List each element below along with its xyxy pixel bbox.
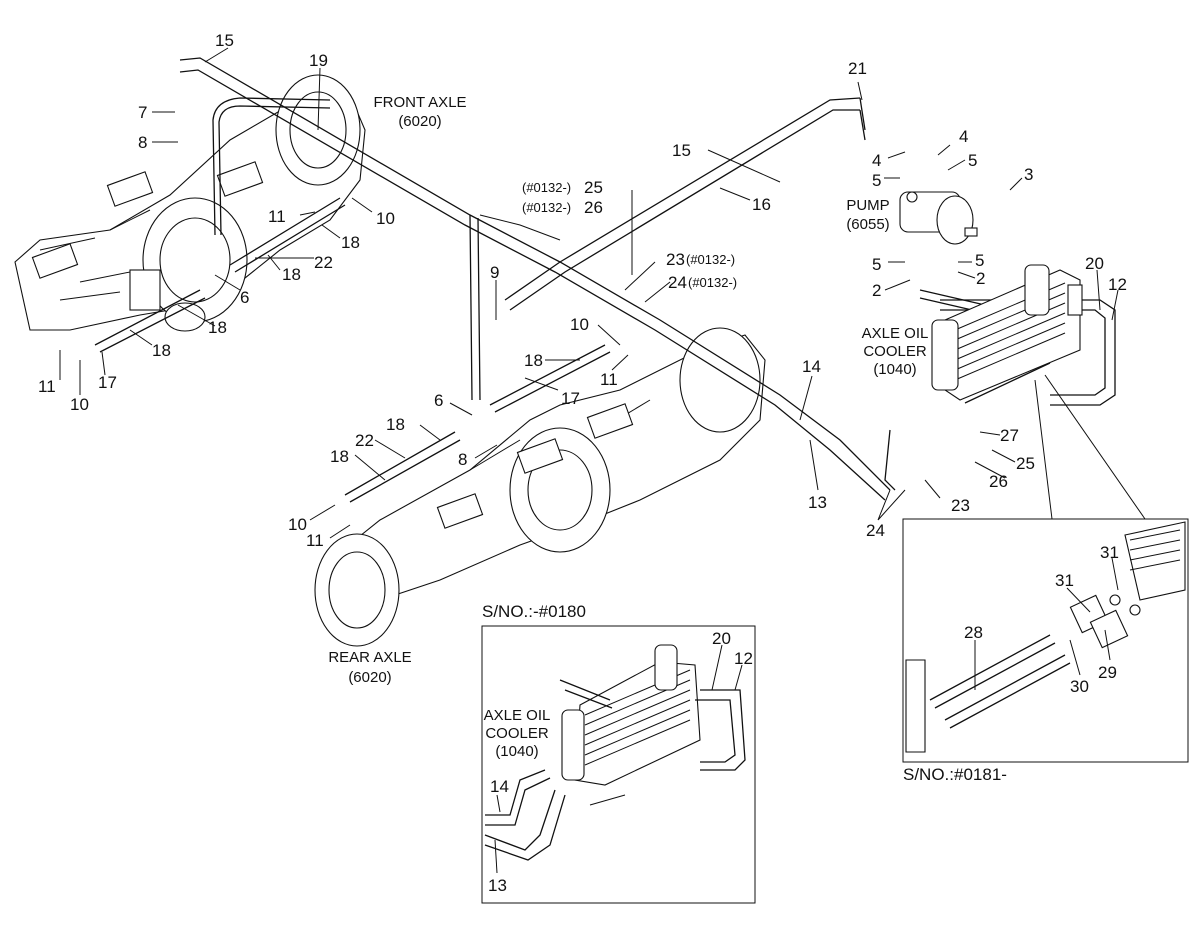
callout-18: 18 xyxy=(386,415,405,434)
callout-19: 19 xyxy=(309,51,328,70)
callout-10: 10 xyxy=(70,395,89,414)
callout-20: 20 xyxy=(712,629,731,648)
callout-23: 23 xyxy=(951,496,970,515)
callout-13: 13 xyxy=(488,876,507,895)
callout-7: 7 xyxy=(138,103,147,122)
callout-2: 2 xyxy=(976,269,985,288)
leader-lines xyxy=(59,47,1119,874)
callout-26: 26 xyxy=(584,198,603,217)
callout-11: 11 xyxy=(38,377,56,396)
front-axle-housing xyxy=(14,74,366,332)
pump-label: PUMP xyxy=(846,197,889,214)
callout-24: 24 xyxy=(866,521,885,540)
callout-16: 16 xyxy=(752,195,771,214)
callout-21: 21 xyxy=(848,59,867,78)
callout-4: 4 xyxy=(872,151,881,170)
callout-25: 25 xyxy=(584,178,603,197)
callout-24: 24 xyxy=(668,273,687,292)
callout-10: 10 xyxy=(570,315,589,334)
callout-14: 14 xyxy=(802,357,821,376)
callout-8: 8 xyxy=(458,450,467,469)
callout-3: 3 xyxy=(1024,165,1033,184)
inset1-frame xyxy=(481,625,756,904)
callout-31: 31 xyxy=(1100,543,1119,562)
callout-2: 2 xyxy=(872,281,881,300)
callout-10: 10 xyxy=(288,515,307,534)
inset1-cooler-line1: AXLE OIL xyxy=(484,707,551,724)
callout-26: 26 xyxy=(989,472,1008,491)
cooler-number: (1040) xyxy=(873,361,916,378)
callout-27: 27 xyxy=(1000,426,1019,445)
callout-25-prefix: (#0132-) xyxy=(522,180,571,195)
callout-numbers: 15 19 7 8 11 10 18 22 18 6 18 18 17 10 1… xyxy=(38,31,1127,895)
callout-29: 29 xyxy=(1098,663,1117,682)
callout-23-suffix: (#0132-) xyxy=(686,252,735,267)
front-axle-label: FRONT AXLE xyxy=(373,94,466,111)
cooler-label-line2: COOLER xyxy=(863,343,927,360)
callout-23: 23 xyxy=(666,250,685,269)
callout-5: 5 xyxy=(872,255,881,274)
inset2-title: S/NO.:#0181- xyxy=(903,765,1007,784)
main-pipes xyxy=(179,57,1116,501)
callout-6: 6 xyxy=(240,288,249,307)
pump xyxy=(899,191,978,245)
callout-18: 18 xyxy=(208,318,227,337)
callout-20: 20 xyxy=(1085,254,1104,273)
callout-28: 28 xyxy=(964,623,983,642)
callout-5: 5 xyxy=(975,251,984,270)
callout-18: 18 xyxy=(330,447,349,466)
callout-24-suffix: (#0132-) xyxy=(688,275,737,290)
callout-18: 18 xyxy=(524,351,543,370)
callout-11: 11 xyxy=(306,531,324,550)
callout-12: 12 xyxy=(734,649,753,668)
rear-axle-housing xyxy=(314,214,766,647)
front-axle-number: (6020) xyxy=(398,113,441,130)
pump-number: (6055) xyxy=(846,216,889,233)
cooler-label-line1: AXLE OIL xyxy=(862,325,929,342)
callout-18: 18 xyxy=(341,233,360,252)
callout-15: 15 xyxy=(215,31,234,50)
callout-8: 8 xyxy=(138,133,147,152)
callout-25: 25 xyxy=(1016,454,1035,473)
callout-12: 12 xyxy=(1108,275,1127,294)
axle-oil-cooler xyxy=(931,264,1083,401)
callout-4: 4 xyxy=(959,127,968,146)
callout-15: 15 xyxy=(672,141,691,160)
callout-22: 22 xyxy=(314,253,333,272)
callout-26-prefix: (#0132-) xyxy=(522,200,571,215)
inset1-cooler-line2: COOLER xyxy=(485,725,549,742)
inset2-frame xyxy=(902,518,1189,763)
callout-22: 22 xyxy=(355,431,374,450)
callout-11: 11 xyxy=(268,207,286,226)
callout-5: 5 xyxy=(968,151,977,170)
rear-axle-label: REAR AXLE xyxy=(328,649,411,666)
callout-11: 11 xyxy=(600,370,618,389)
callout-18: 18 xyxy=(282,265,301,284)
inset1-cooler-number: (1040) xyxy=(495,743,538,760)
rear-axle-number: (6020) xyxy=(348,669,391,686)
callout-17: 17 xyxy=(561,389,580,408)
callout-6: 6 xyxy=(434,391,443,410)
callout-14: 14 xyxy=(490,777,509,796)
callout-31: 31 xyxy=(1055,571,1074,590)
inset2-callout-lines xyxy=(1034,374,1146,520)
callout-30: 30 xyxy=(1070,677,1089,696)
inset1-title: S/NO.:-#0180 xyxy=(482,602,586,621)
callout-5: 5 xyxy=(872,171,881,190)
callout-9: 9 xyxy=(490,263,499,282)
callout-13: 13 xyxy=(808,493,827,512)
callout-10: 10 xyxy=(376,209,395,228)
inset1-drawing xyxy=(484,644,746,861)
inset2-drawing xyxy=(905,521,1186,753)
callout-18: 18 xyxy=(152,341,171,360)
callout-17: 17 xyxy=(98,373,117,392)
